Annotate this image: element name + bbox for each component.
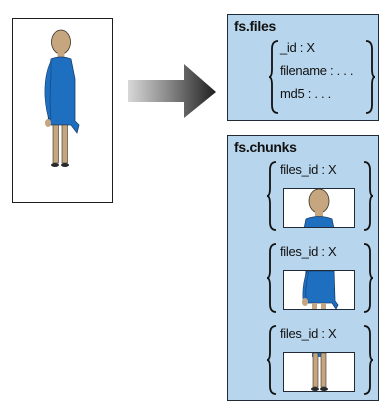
fs-files-collection: fs.files _id : X filename : . . . md5 : … <box>227 14 379 121</box>
left-brace-icon <box>266 243 277 313</box>
right-brace-icon <box>363 161 374 231</box>
right-brace-icon <box>363 243 374 313</box>
person-top-chunk-icon <box>303 189 335 227</box>
chunk-files-id-label: files_id : X <box>280 326 337 341</box>
fs-chunks-title: fs.chunks <box>234 139 297 155</box>
person-image-icon <box>44 29 80 167</box>
md5-field: md5 : . . . <box>280 86 331 101</box>
fs-chunks-collection: fs.chunks files_id : X files_id : X <box>227 135 379 401</box>
chunk-thumbnail-middle <box>283 270 355 310</box>
left-brace-icon <box>268 40 279 114</box>
chunk-thumbnail-bottom <box>283 352 355 392</box>
chunk-files-id-label: files_id : X <box>280 244 337 259</box>
chunk-thumbnail-top <box>283 188 355 228</box>
person-middle-chunk-icon <box>302 271 339 309</box>
source-image-card <box>12 18 113 203</box>
right-brace-icon <box>365 40 376 114</box>
fs-files-title: fs.files <box>234 18 276 34</box>
left-brace-icon <box>266 325 277 395</box>
right-arrow-icon <box>128 60 218 120</box>
filename-field: filename : . . . <box>280 63 354 78</box>
person-bottom-chunk-icon <box>311 353 328 391</box>
left-brace-icon <box>266 161 277 231</box>
right-brace-icon <box>363 325 374 395</box>
chunk-files-id-label: files_id : X <box>280 162 337 177</box>
id-field: _id : X <box>280 40 315 55</box>
